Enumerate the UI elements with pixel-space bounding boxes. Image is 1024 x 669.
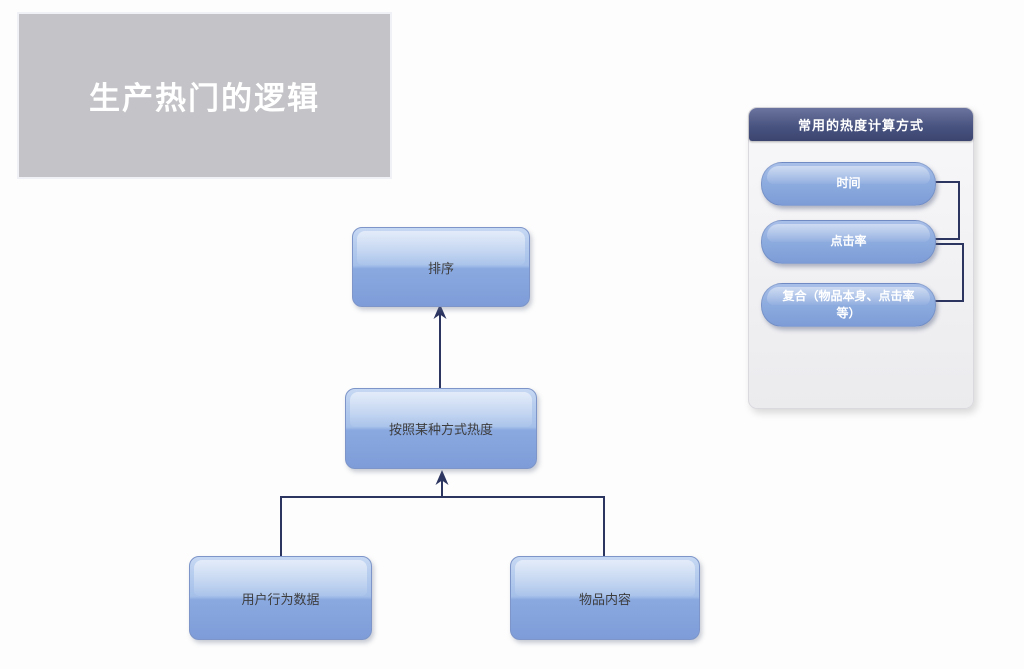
- panel-item-composite[interactable]: 复合（物品本身、点击率等）: [761, 283, 936, 327]
- node-label: 物品内容: [578, 591, 631, 607]
- flow-node-user-behavior-data[interactable]: 用户行为数据: [189, 556, 372, 640]
- arrowhead-up-icon: [435, 470, 449, 485]
- flow-node-sort[interactable]: 排序: [352, 227, 530, 307]
- panel-header[interactable]: 常用的热度计算方式: [749, 108, 973, 141]
- heat-methods-panel: 常用的热度计算方式 时间 点击率 复合（物品本身、点击率等）: [748, 107, 974, 409]
- pill-label: 点击率: [830, 234, 867, 249]
- node-label: 排序: [427, 260, 454, 276]
- bracket-time-ctr: [934, 181, 960, 240]
- panel-header-label: 常用的热度计算方式: [797, 118, 924, 133]
- flow-node-heat-method[interactable]: 按照某种方式热度: [345, 388, 537, 469]
- edge-branch: [280, 496, 605, 556]
- node-label: 按照某种方式热度: [388, 422, 493, 437]
- panel-item-time[interactable]: 时间: [761, 162, 936, 206]
- page-title: 生产热门的逻辑: [89, 81, 320, 116]
- title-block[interactable]: 生产热门的逻辑: [17, 12, 392, 179]
- pill-label: 复合（物品本身、点击率等）: [782, 288, 915, 320]
- panel-item-click-rate[interactable]: 点击率: [761, 220, 936, 264]
- flow-node-item-content[interactable]: 物品内容: [510, 556, 700, 640]
- node-label: 用户行为数据: [241, 591, 320, 607]
- pill-label: 时间: [836, 176, 861, 191]
- bracket-ctr-composite: [934, 243, 964, 302]
